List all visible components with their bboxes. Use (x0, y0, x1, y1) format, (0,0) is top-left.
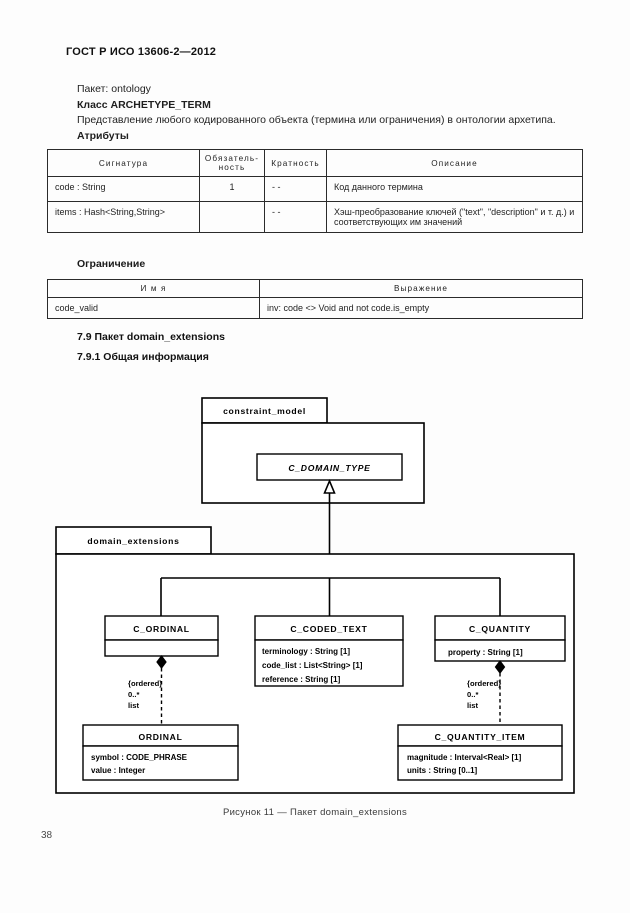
constraint-table: И м я Выражение code_valid inv: code <> … (47, 279, 583, 319)
class-name-c-domain-type: C_DOMAIN_TYPE (288, 463, 370, 473)
class-attributes-c-quantity-item (397, 745, 563, 781)
cell-constraint-name: code_valid (47, 297, 260, 319)
attribute-ordinal-symbol: symbol : CODE_PHRASE (91, 753, 188, 762)
attribute-c-quantity-item-magnitude: magnitude : Interval<Real> [1] (407, 753, 522, 762)
package-label-constraint-model: constraint_model (223, 406, 306, 416)
class-intro-block: Пакет: ontology Класс ARCHETYPE_TERM Пре… (77, 82, 587, 144)
col-header-expression: Выражение (259, 279, 583, 298)
class-name-c-quantity: C_QUANTITY (469, 624, 531, 634)
cell-multiplicity: - - (264, 201, 327, 233)
cell-required (199, 201, 265, 233)
class-attributes-c-coded-text (254, 639, 404, 687)
table-row: code_valid inv: code <> Void and not cod… (47, 297, 583, 319)
association-role-quantity-item: list (467, 701, 478, 710)
cell-required: 1 (199, 176, 265, 202)
class-name-ordinal: ORDINAL (138, 732, 182, 742)
class-header-c-coded-text (254, 615, 404, 641)
association-role-ordinal: list (128, 701, 139, 710)
col-header-name: И м я (47, 279, 260, 298)
attribute-c-coded-text-terminology: terminology : String [1] (262, 647, 350, 656)
col-header-description: Описание (326, 149, 583, 177)
section-heading-7-9: 7.9 Пакет domain_extensions (77, 331, 225, 343)
uml-diagram: constraint_model C_DOMAIN_TYPE domain_ex… (50, 392, 580, 798)
package-label-domain-extensions: domain_extensions (87, 536, 179, 546)
attribute-ordinal-value: value : Integer (91, 766, 145, 775)
table-header-row: И м я Выражение (47, 279, 583, 298)
association-constraint-ordinal: {ordered} (128, 679, 162, 688)
section-heading-7-9-1: 7.9.1 Общая информация (77, 351, 209, 363)
class-name-c-quantity-item: C_QUANTITY_ITEM (435, 732, 526, 742)
class-name-c-coded-text: C_CODED_TEXT (290, 624, 367, 634)
class-header-c-ordinal (104, 615, 219, 641)
table-row: code : String 1 - - Код данного термина (47, 176, 583, 202)
col-header-multiplicity: Кратность (264, 149, 327, 177)
attributes-table: Сигнатура Обязатель- ность Кратность Опи… (47, 149, 583, 233)
association-multiplicity-quantity-item: 0..* (467, 690, 478, 699)
attribute-c-quantity-item-units: units : String [0..1] (407, 766, 478, 775)
attribute-c-quantity-property: property : String [1] (448, 648, 523, 657)
cell-description: Код данного термина (326, 176, 583, 202)
attribute-c-coded-text-reference: reference : String [1] (262, 675, 341, 684)
col-header-signature: Сигнатура (47, 149, 200, 177)
class-description: Представление любого кодированного объек… (77, 114, 556, 126)
association-multiplicity-ordinal: 0..* (128, 690, 139, 699)
class-attributes-ordinal (82, 745, 239, 781)
attribute-c-coded-text-code-list: code_list : List<String> [1] (262, 661, 363, 670)
table-row: items : Hash<String,String> - - Хэш-прео… (47, 201, 583, 233)
cell-signature: items : Hash<String,String> (47, 201, 200, 233)
table-header-row: Сигнатура Обязатель- ность Кратность Опи… (47, 149, 583, 177)
attributes-label: Атрибуты (77, 129, 129, 142)
cell-signature: code : String (47, 176, 200, 202)
figure-caption: Рисунок 11 — Пакет domain_extensions (222, 807, 408, 818)
constraint-label: Ограничение (77, 258, 146, 270)
association-constraint-quantity-item: {ordered} (467, 679, 501, 688)
class-line: Класс ARCHETYPE_TERM (77, 98, 211, 111)
package-line: Пакет: ontology (77, 83, 151, 95)
cell-constraint-expression: inv: code <> Void and not code.is_empty (259, 297, 583, 319)
class-name-c-ordinal: C_ORDINAL (133, 624, 189, 634)
page-number: 38 (41, 830, 53, 841)
cell-multiplicity: - - (264, 176, 327, 202)
col-header-required: Обязатель- ность (199, 149, 265, 177)
class-attributes-c-ordinal (104, 639, 219, 657)
col-header-required-line2: ность (218, 163, 246, 172)
document-header: ГОСТ Р ИСО 13606-2—2012 (66, 46, 217, 58)
cell-description: Хэш-преобразование ключей ("text", "desc… (326, 201, 583, 233)
col-header-required-line1: Обязатель- (204, 154, 260, 163)
